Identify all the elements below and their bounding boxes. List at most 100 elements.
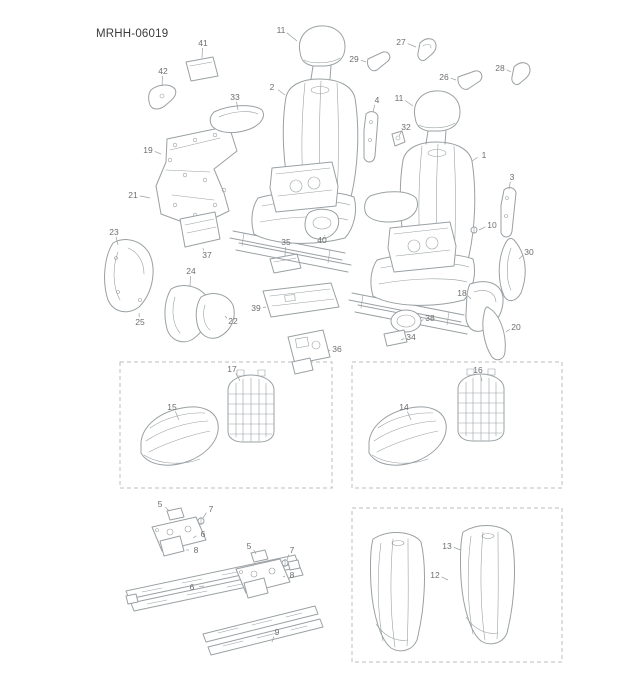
leader-line-38 bbox=[420, 319, 424, 322]
leader-line-16 bbox=[480, 374, 483, 382]
part-callout-26: 26 bbox=[439, 72, 449, 82]
strip-3-drawing bbox=[500, 187, 517, 238]
part-callout-5: 5 bbox=[247, 541, 252, 551]
part-callout-3: 3 bbox=[510, 172, 515, 182]
part-callout-24: 24 bbox=[186, 266, 196, 276]
part-callout-13: 13 bbox=[442, 541, 452, 551]
clip-26-drawing bbox=[457, 70, 483, 90]
leader-line-7 bbox=[202, 512, 207, 519]
leader-line-24 bbox=[189, 275, 191, 287]
part-callout-14: 14 bbox=[399, 402, 409, 412]
pad-41-drawing bbox=[185, 56, 219, 82]
part-callout-39: 39 bbox=[251, 303, 261, 313]
leader-line-6 bbox=[192, 535, 197, 539]
leader-line-11 bbox=[404, 100, 414, 107]
part-callout-23: 23 bbox=[109, 227, 119, 237]
leader-line-39 bbox=[262, 306, 267, 308]
part-callout-17: 17 bbox=[227, 364, 237, 374]
leader-line-28 bbox=[506, 69, 512, 73]
part-callout-21: 21 bbox=[128, 190, 138, 200]
bolt-10-drawing bbox=[470, 226, 478, 234]
part-callout-16: 16 bbox=[473, 365, 483, 375]
strip-20-drawing bbox=[482, 306, 506, 361]
part-callout-6: 6 bbox=[201, 529, 206, 539]
leader-line-23 bbox=[115, 236, 119, 246]
leader-line-6 bbox=[198, 585, 205, 587]
leader-line-4 bbox=[372, 104, 376, 113]
speaker-38-drawing bbox=[390, 309, 422, 333]
trim-30-drawing bbox=[498, 237, 526, 301]
leader-line-30 bbox=[518, 254, 524, 260]
plate-34-drawing bbox=[383, 329, 408, 347]
part-callout-41: 41 bbox=[198, 38, 208, 48]
dashed-box-cushion-frame-left bbox=[119, 361, 333, 489]
leader-line-8 bbox=[282, 575, 286, 578]
cushion-pad-15-drawing bbox=[140, 406, 219, 466]
part-callout-11: 11 bbox=[277, 25, 286, 35]
leader-line-29 bbox=[360, 59, 367, 63]
leader-line-21 bbox=[139, 195, 151, 199]
bracket-32-drawing bbox=[391, 130, 406, 147]
dashed-box-seatback-covers bbox=[351, 507, 563, 663]
part-callout-6: 6 bbox=[190, 582, 195, 592]
part-callout-8: 8 bbox=[290, 570, 295, 580]
part-callout-38: 38 bbox=[425, 313, 435, 323]
leader-line-7 bbox=[286, 554, 290, 561]
leader-line-12 bbox=[441, 576, 449, 581]
part-callout-30: 30 bbox=[524, 247, 534, 257]
part-callout-15: 15 bbox=[167, 402, 177, 412]
trim-23-drawing bbox=[104, 239, 154, 313]
leader-line-41 bbox=[201, 47, 203, 59]
clip-29-drawing bbox=[367, 51, 391, 72]
part-callout-34: 34 bbox=[406, 332, 416, 342]
leader-line-36 bbox=[327, 349, 331, 352]
part-callout-27: 27 bbox=[396, 37, 406, 47]
trim-22-drawing bbox=[195, 293, 235, 339]
pad-35-drawing bbox=[269, 253, 302, 274]
leader-line-5 bbox=[253, 549, 257, 555]
seat-right-drawing bbox=[348, 90, 526, 361]
armrest-right-drawing bbox=[364, 191, 418, 223]
leader-line-22 bbox=[224, 315, 228, 319]
leader-line-17 bbox=[235, 372, 241, 382]
leader-line-13 bbox=[453, 547, 462, 551]
part-callout-29: 29 bbox=[349, 54, 359, 64]
part-callout-33: 33 bbox=[230, 92, 240, 102]
part-callout-20: 20 bbox=[511, 322, 521, 332]
hook-28-drawing bbox=[511, 62, 531, 85]
bracket-assembly-36-drawing bbox=[287, 329, 331, 375]
part-callout-2: 2 bbox=[270, 82, 275, 92]
part-callout-12: 12 bbox=[430, 570, 440, 580]
leader-line-10 bbox=[478, 226, 486, 231]
seatback-cover-12-drawing bbox=[369, 532, 425, 652]
part-callout-19: 19 bbox=[143, 145, 153, 155]
mat-37-drawing bbox=[179, 211, 221, 248]
leader-line-2 bbox=[277, 89, 286, 96]
diagram-code: MRHH-06019 bbox=[96, 28, 169, 40]
leader-line-14 bbox=[406, 411, 412, 421]
leader-line-5 bbox=[165, 506, 170, 512]
part-callout-5: 5 bbox=[158, 499, 163, 509]
part-callout-32: 32 bbox=[401, 122, 411, 132]
leader-line-20 bbox=[505, 328, 510, 333]
part-callout-36: 36 bbox=[332, 344, 342, 354]
leader-line-42 bbox=[161, 75, 163, 87]
part-callout-7: 7 bbox=[290, 545, 295, 555]
part-callout-28: 28 bbox=[495, 63, 505, 73]
seat-left-drawing bbox=[209, 25, 406, 273]
leader-line-3 bbox=[508, 181, 511, 190]
bracket-42-drawing bbox=[148, 84, 177, 110]
floor-panel-39-drawing bbox=[262, 282, 340, 318]
part-callout-25: 25 bbox=[135, 317, 145, 327]
part-callout-35: 35 bbox=[281, 237, 291, 247]
dashed-box-cushion-frame-right bbox=[351, 361, 563, 489]
part-callout-37: 37 bbox=[202, 250, 212, 260]
part-callout-7: 7 bbox=[209, 504, 214, 514]
leader-line-33 bbox=[236, 101, 239, 111]
seatback-board-17-drawing bbox=[227, 369, 275, 443]
leader-line-26 bbox=[450, 77, 457, 81]
part-callout-1: 1 bbox=[482, 150, 487, 160]
